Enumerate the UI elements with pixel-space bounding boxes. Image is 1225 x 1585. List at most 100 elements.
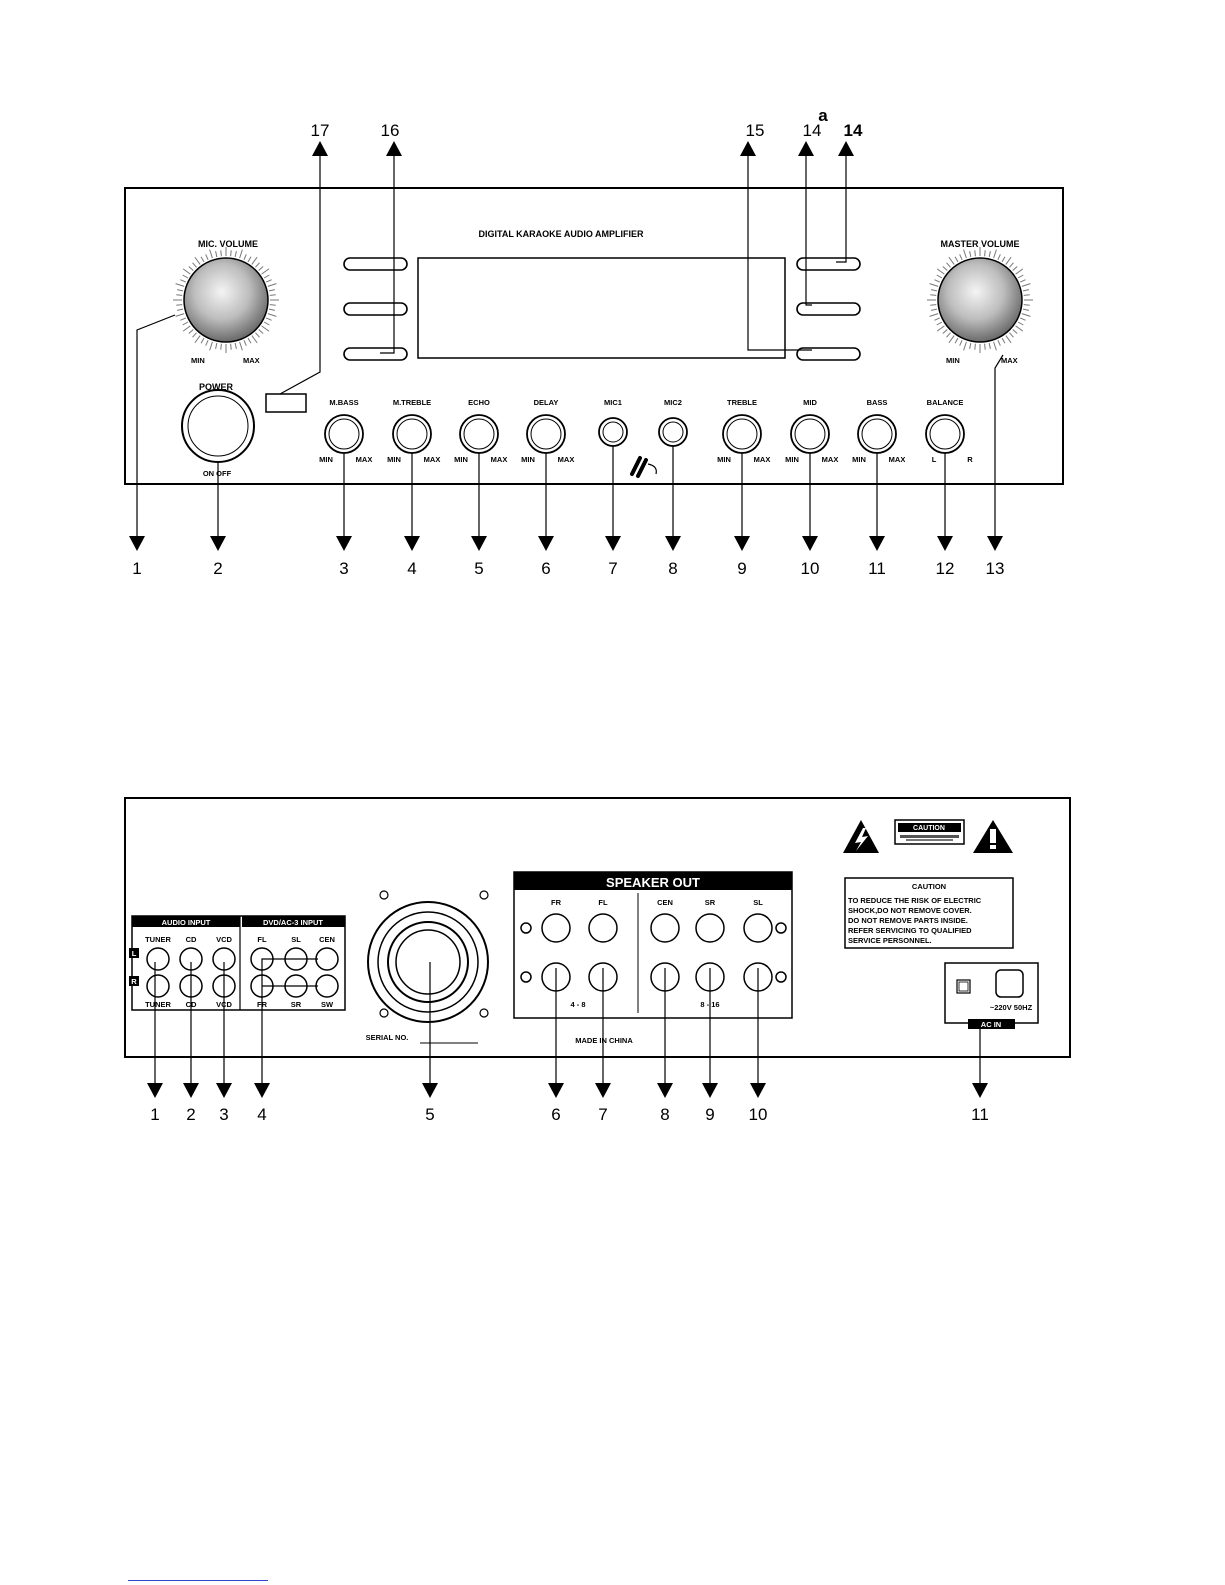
control-knob[interactable]	[790, 414, 830, 454]
rca-jack[interactable]	[315, 974, 339, 998]
rear-callout-number: 2	[186, 1105, 195, 1124]
channel-r-box	[129, 976, 139, 986]
ac-voltage-label: ~220V 50HZ	[990, 1003, 1033, 1012]
rear-callout-number: 11	[971, 1105, 989, 1124]
ac-socket[interactable]	[995, 969, 1024, 998]
bottom-callout-number: 3	[339, 559, 348, 578]
audio-input-header: AUDIO INPUT	[162, 918, 211, 927]
knob-tick	[963, 341, 967, 351]
knob-tick	[930, 308, 938, 311]
slot-button[interactable]	[343, 257, 408, 271]
knob-tick	[936, 321, 943, 326]
knob-label-mic2: MIC2	[664, 398, 682, 407]
balance-knob[interactable]	[925, 414, 965, 454]
mic-jack[interactable]	[658, 417, 688, 447]
knob-tick	[192, 332, 197, 338]
knob-tick	[194, 335, 201, 344]
mic-volume-knob[interactable]	[173, 247, 279, 353]
caution-line: TO REDUCE THE RISK OF ELECTRIC	[848, 896, 982, 905]
knob-tick	[220, 343, 222, 350]
slot-button[interactable]	[796, 347, 861, 361]
front-panel	[124, 187, 1064, 485]
knob-tick	[946, 262, 951, 268]
knob-tick	[997, 339, 1001, 346]
rca-jack[interactable]	[146, 947, 170, 971]
control-knob[interactable]	[857, 414, 897, 454]
rca-jack[interactable]	[146, 974, 170, 998]
speaker-label: SL	[753, 898, 763, 907]
knob-tick	[230, 343, 232, 350]
knob-tick	[261, 325, 270, 332]
master-volume-knob[interactable]	[927, 247, 1033, 353]
slot-button[interactable]	[796, 257, 861, 271]
caution-line: SHOCK,DO NOT REMOVE COVER.	[848, 906, 972, 915]
bottom-callout-number: 10	[801, 559, 820, 578]
knob-tick	[192, 262, 197, 268]
caution-badge-label: CAUTION	[913, 825, 945, 832]
slot-button[interactable]	[796, 302, 861, 316]
cooling-fan	[367, 890, 489, 1023]
knob-tick	[182, 268, 191, 275]
knob-tick	[269, 294, 276, 296]
knob-tick	[255, 262, 260, 268]
mic-jack[interactable]	[598, 417, 628, 447]
slot-button[interactable]	[343, 347, 408, 361]
speaker-label: FL	[598, 898, 608, 907]
speaker-terminals	[520, 913, 787, 992]
control-knob[interactable]	[526, 414, 566, 454]
speaker-terminal[interactable]	[650, 913, 680, 943]
max-label: MAX	[889, 455, 906, 464]
speaker-terminal[interactable]	[743, 913, 773, 943]
knob-tick	[258, 329, 264, 334]
knob-tick	[1019, 317, 1026, 321]
knob-tick	[984, 343, 986, 350]
caution-line: DO NOT REMOVE PARTS INSIDE.	[848, 916, 968, 925]
knob-tick	[1015, 325, 1024, 332]
knob-label-balance: BALANCE	[927, 398, 964, 407]
speaker-terminal[interactable]	[588, 913, 618, 943]
knob-tick	[243, 254, 247, 261]
knob-tick	[239, 341, 243, 351]
knob-tick	[1021, 283, 1031, 287]
knob-tick	[1022, 289, 1030, 292]
knob-tick	[959, 254, 963, 261]
knob-tick	[936, 274, 943, 279]
knob-tick	[194, 256, 201, 265]
rca-jack[interactable]	[315, 947, 339, 971]
knob-tick	[200, 256, 205, 263]
bottom-callout-lines	[136, 314, 1004, 542]
knob-tick	[1017, 274, 1024, 279]
speaker-terminal[interactable]	[695, 913, 725, 943]
speaker-terminal[interactable]	[541, 913, 571, 943]
knob-tick	[176, 304, 183, 306]
slot-button[interactable]	[343, 302, 408, 316]
power-button[interactable]	[181, 389, 255, 463]
knob-tick	[215, 250, 218, 258]
input-label: TUNER	[145, 1000, 171, 1009]
knob-tick	[963, 249, 967, 259]
bottom-callout-number: 1	[132, 559, 141, 578]
control-knob[interactable]	[392, 414, 432, 454]
knob-tick	[969, 342, 972, 350]
input-label: FL	[257, 935, 267, 944]
top-callout-number: 14	[803, 121, 822, 140]
knob-label-m-bass: M.BASS	[329, 398, 358, 407]
input-block	[131, 915, 346, 1011]
knob-tick-ring	[173, 247, 279, 353]
knob-tick	[936, 325, 945, 332]
speaker-label: SR	[705, 898, 716, 907]
speaker-out-block	[513, 871, 793, 1019]
exclamation-warning-icon	[973, 820, 1013, 853]
knob-tick	[984, 250, 986, 257]
knob-tick-ring	[927, 247, 1033, 353]
knob-tick	[200, 337, 205, 344]
control-knob[interactable]	[459, 414, 499, 454]
power-switch[interactable]	[956, 979, 971, 994]
caution-box	[844, 877, 1014, 949]
control-knob[interactable]	[324, 414, 364, 454]
knob-tick	[230, 250, 232, 257]
rear-callout-number: 7	[598, 1105, 607, 1124]
bottom-callout-number: 8	[668, 559, 677, 578]
control-knob[interactable]	[722, 414, 762, 454]
knob-tick	[993, 341, 997, 351]
